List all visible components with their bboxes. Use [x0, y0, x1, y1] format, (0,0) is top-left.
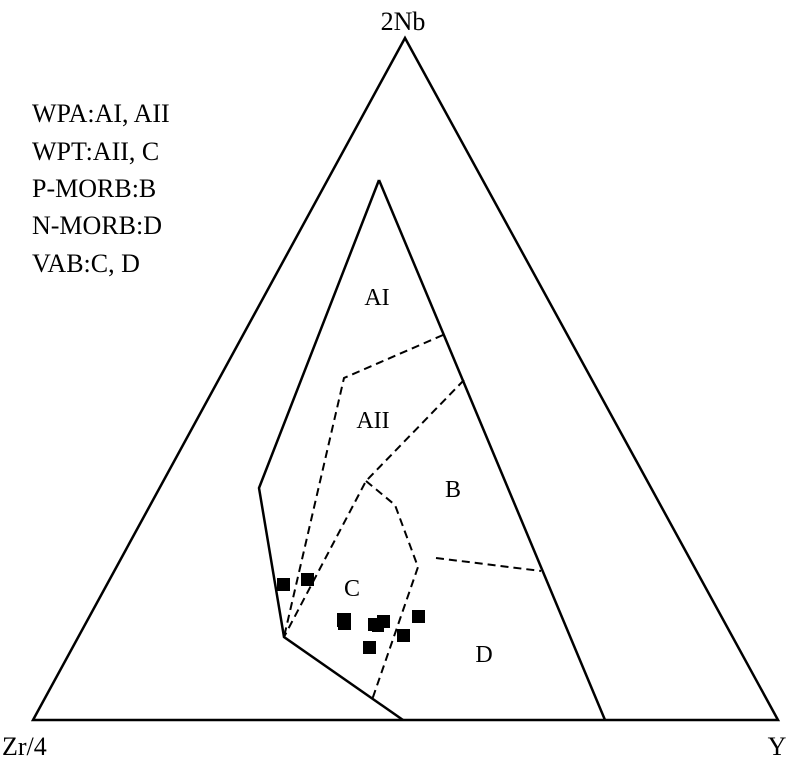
apex-label-right: Y	[768, 732, 787, 761]
field-label-c: C	[344, 576, 360, 602]
field-label-ai: AI	[364, 285, 389, 311]
legend-line: VAB:C, D	[32, 249, 140, 278]
boundary-aii-b	[283, 379, 465, 638]
legend-line: N-MORB:D	[32, 211, 162, 240]
sample-point	[301, 573, 314, 586]
sample-point	[363, 641, 376, 654]
sample-point	[277, 578, 290, 591]
boundary-c-b	[365, 480, 420, 701]
legend-line: WPT:AII, C	[32, 137, 159, 166]
field-boundary-left	[257, 179, 404, 722]
apex-label-left: Zr/4	[2, 732, 47, 761]
sample-point	[338, 617, 351, 630]
field-label-d: D	[475, 642, 492, 668]
boundary-b-d	[435, 557, 542, 572]
sample-point	[397, 629, 410, 642]
sample-point	[412, 610, 425, 623]
dashed-boundaries	[283, 334, 542, 701]
legend: WPA:AI, AII WPT:AII, C P-MORB:B N-MORB:D…	[32, 99, 170, 278]
field-label-b: B	[445, 477, 461, 503]
apex-label-top: 2Nb	[381, 7, 426, 36]
field-boundary-right	[377, 179, 607, 721]
boundary-ai-aii	[283, 334, 444, 638]
field-label-aii: AII	[356, 408, 389, 434]
legend-line: P-MORB:B	[32, 174, 156, 203]
sample-points	[277, 573, 425, 654]
sample-point	[372, 620, 384, 632]
legend-line: WPA:AI, AII	[32, 99, 170, 128]
ternary-frame	[30, 35, 781, 722]
